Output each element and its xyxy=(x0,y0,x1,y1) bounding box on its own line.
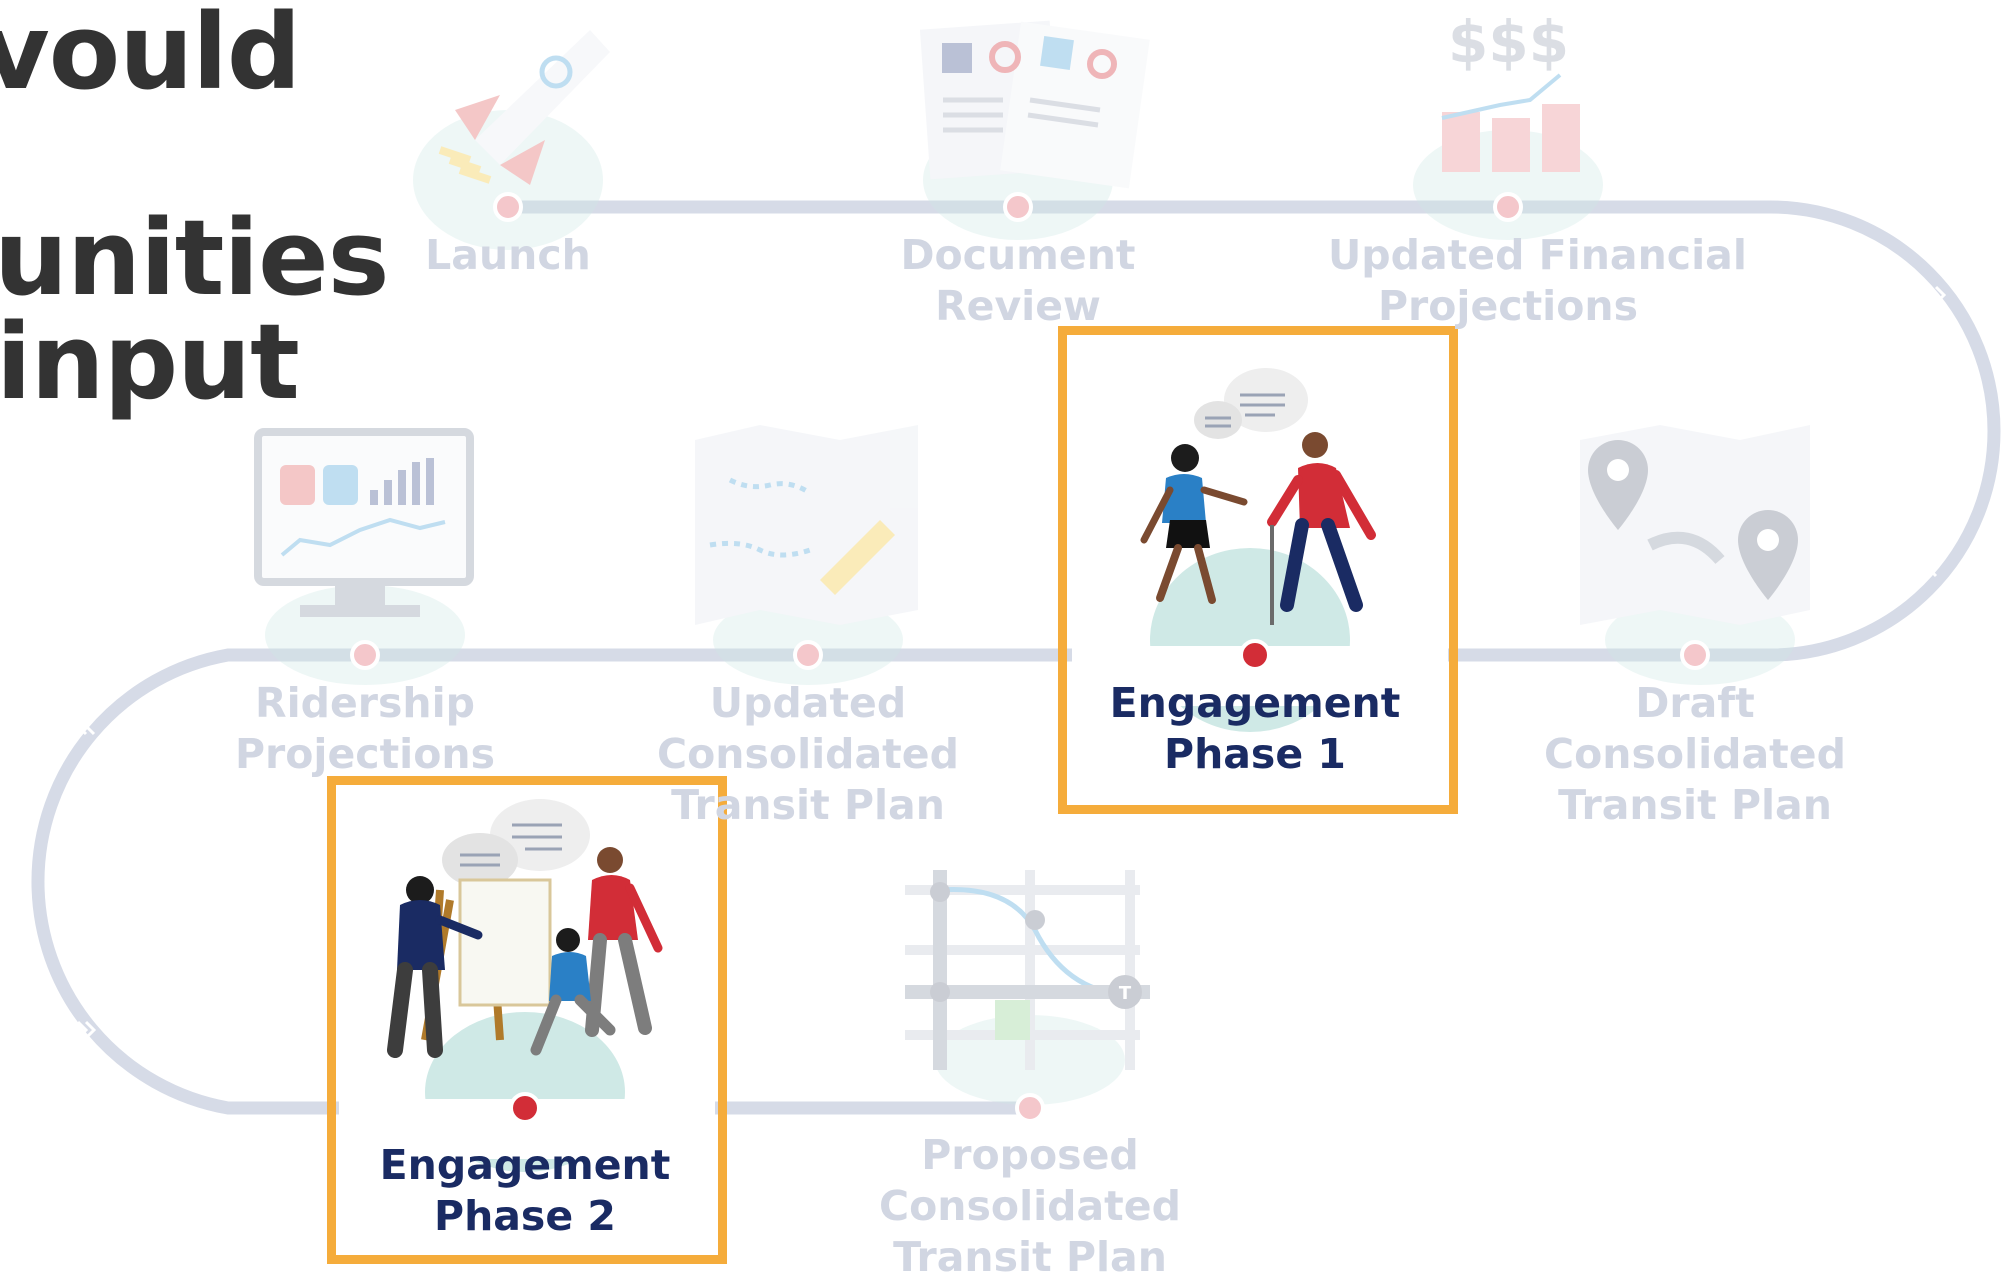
monitor-chart-icon xyxy=(254,428,474,685)
heading-line-2: unities xyxy=(0,197,390,319)
heading-line-1: vould xyxy=(0,0,301,113)
label-engagement-phase-2-line-1: Engagement xyxy=(379,1141,671,1189)
node-launch xyxy=(493,192,523,222)
label-updated-financial-projections: Updated Financial Projections xyxy=(1328,230,1747,332)
node-engagement-phase-1 xyxy=(1239,639,1271,671)
label-engagement-phase-1-line-2: Phase 1 xyxy=(1164,730,1346,778)
label-updated-financial-projections-line-1: Updated Financial xyxy=(1328,231,1747,279)
label-draft-consolidated-transit-plan: Draft Consolidated Transit Plan xyxy=(1515,678,1875,831)
node-proposed-consolidated-transit-plan xyxy=(1015,1093,1045,1123)
node-ridership-projections xyxy=(350,640,380,670)
easel-meeting-icon xyxy=(339,799,715,1172)
label-updated-line-3: Transit Plan xyxy=(671,781,945,829)
stage-nodes xyxy=(350,192,1710,1124)
roadmap-path xyxy=(31,200,2001,1115)
label-document-review: Document Review xyxy=(838,230,1198,332)
label-launch-line-1: Launch xyxy=(425,231,591,279)
label-draft-line-3: Transit Plan xyxy=(1558,781,1832,829)
label-updated-consolidated-transit-plan: Updated Consolidated Transit Plan xyxy=(628,678,988,831)
label-updated-financial-projections-line-2: Projections xyxy=(1377,282,1638,330)
label-engagement-phase-2: Engagement Phase 2 xyxy=(345,1140,705,1242)
heading-line-3: input xyxy=(0,301,300,423)
transit-route-icon: T xyxy=(905,870,1150,1105)
label-launch: Launch xyxy=(328,230,688,281)
label-proposed-line-3: Transit Plan xyxy=(893,1233,1167,1281)
financial-chart-icon: $$$ xyxy=(1413,8,1603,240)
documents-icon xyxy=(919,20,1150,240)
label-draft-line-2: Consolidated xyxy=(1544,730,1846,778)
svg-text:T: T xyxy=(1119,983,1132,1004)
label-proposed-consolidated-transit-plan: Proposed Consolidated Transit Plan xyxy=(850,1130,1210,1283)
map-pins-icon xyxy=(1580,425,1810,685)
highlight-engagement-phase-1 xyxy=(1058,326,1458,814)
highlight-engagement-phase-2 xyxy=(327,776,727,1264)
label-draft-line-1: Draft xyxy=(1635,679,1755,727)
label-document-review-line-2: Review xyxy=(935,282,1101,330)
rocket-icon xyxy=(413,30,610,250)
node-updated-consolidated-transit-plan xyxy=(793,640,823,670)
label-ridership-line-2: Projections xyxy=(234,730,495,778)
label-updated-line-1: Updated xyxy=(709,679,907,727)
svg-text:$$$: $$$ xyxy=(1448,8,1569,76)
label-proposed-line-1: Proposed xyxy=(921,1131,1139,1179)
node-engagement-phase-2 xyxy=(509,1092,541,1124)
label-engagement-phase-1: Engagement Phase 1 xyxy=(1075,678,1435,780)
label-ridership-line-1: Ridership xyxy=(255,679,475,727)
label-proposed-line-2: Consolidated xyxy=(879,1182,1181,1230)
node-document-review xyxy=(1003,192,1033,222)
label-ridership-projections: Ridership Projections xyxy=(185,678,545,780)
label-document-review-line-1: Document xyxy=(900,231,1136,279)
label-engagement-phase-1-line-1: Engagement xyxy=(1109,679,1401,727)
label-updated-line-2: Consolidated xyxy=(657,730,959,778)
node-updated-financial-projections xyxy=(1493,192,1523,222)
path-chevrons xyxy=(75,285,1947,1040)
label-engagement-phase-2-line-2: Phase 2 xyxy=(434,1192,616,1240)
node-draft-consolidated-transit-plan xyxy=(1680,640,1710,670)
